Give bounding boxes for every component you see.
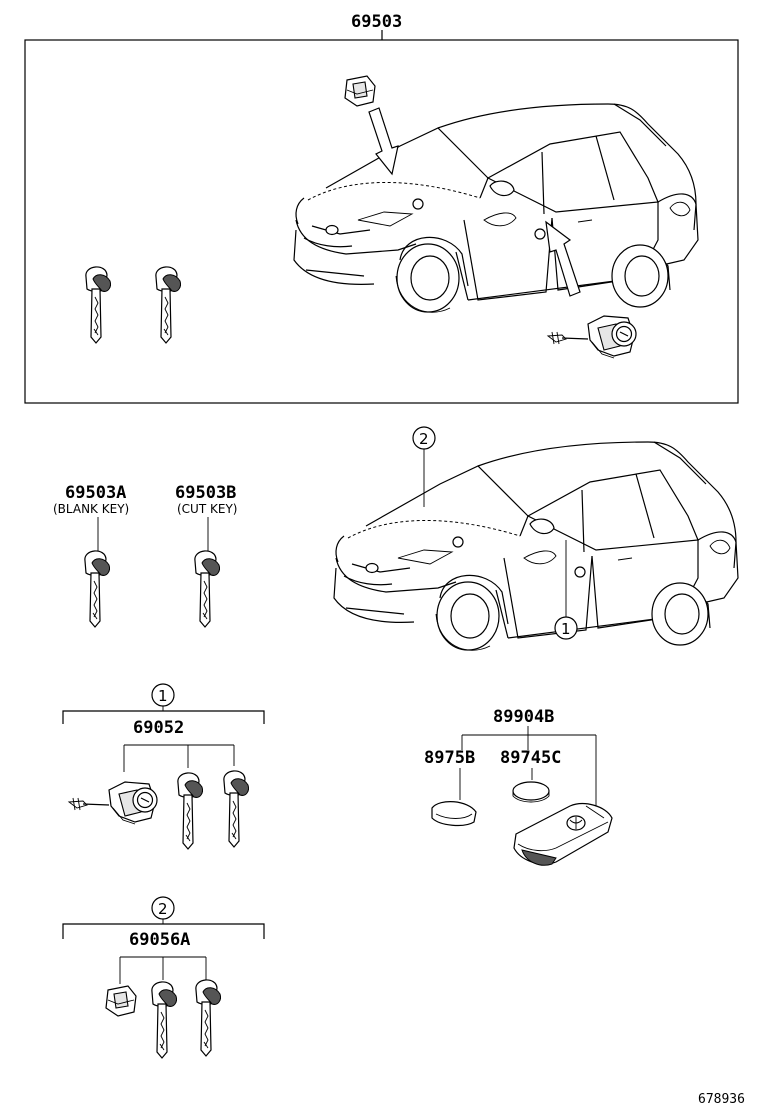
callout-1-set: 1 — [158, 687, 168, 705]
callout-2-set: 2 — [158, 900, 168, 918]
door-lock-drawing — [547, 315, 637, 359]
part-label-8975B: 8975B — [424, 748, 475, 768]
key-drawing — [195, 979, 222, 1057]
key-fob-drawing — [513, 803, 613, 866]
part-label-69052: 69052 — [133, 718, 184, 738]
key-drawing — [194, 550, 221, 628]
transmitter-case-drawing — [431, 801, 477, 827]
vehicle-drawing — [333, 441, 739, 651]
bracket-69052 — [62, 710, 265, 724]
key-drawing — [151, 981, 178, 1059]
callout-2-vehicle: 2 — [419, 430, 429, 448]
part-label-69056A: 69056A — [129, 930, 190, 950]
part-label-69503: 69503 — [351, 12, 402, 32]
part-label-69503B: 69503B — [175, 483, 236, 503]
arrow-to-ignition — [368, 107, 399, 176]
ignition-cylinder-drawing — [105, 985, 137, 1017]
note-blank-key: (BLANK KEY) — [53, 502, 129, 516]
part-label-89904B: 89904B — [493, 707, 554, 727]
key-drawing — [85, 266, 112, 344]
vehicle-drawing — [293, 103, 699, 313]
assembly-frame-69503 — [24, 39, 739, 404]
bracket-69056A — [62, 923, 265, 939]
part-label-69503A: 69503A — [65, 483, 126, 503]
key-drawing — [155, 266, 182, 344]
key-drawing — [177, 772, 204, 850]
callout-1-vehicle: 1 — [561, 620, 571, 638]
key-drawing — [223, 770, 250, 848]
arrow-to-door — [545, 220, 581, 297]
ignition-cylinder-drawing — [344, 75, 376, 107]
key-drawing — [84, 550, 111, 628]
battery-drawing — [512, 781, 550, 801]
reference-number: 678936 — [698, 1092, 745, 1107]
part-label-89745C: 89745C — [500, 748, 561, 768]
door-lock-drawing — [68, 781, 158, 825]
note-cut-key: (CUT KEY) — [177, 502, 237, 516]
